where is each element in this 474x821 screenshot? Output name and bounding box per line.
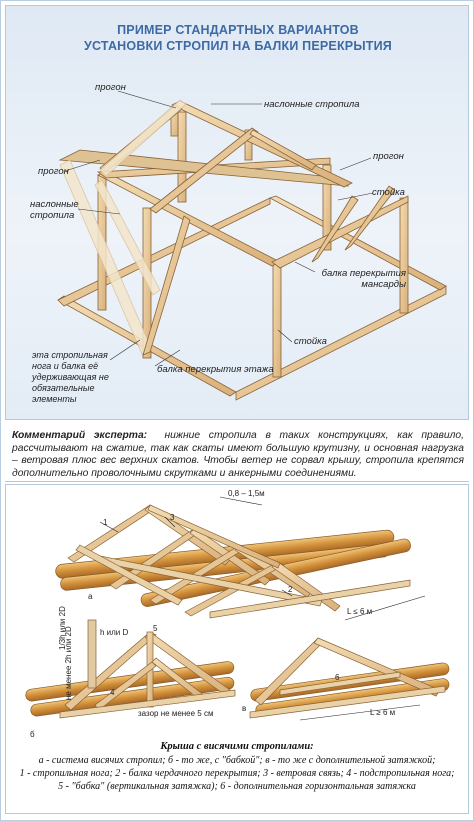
label-naslonnye-top: наслонные стропила [264,99,360,110]
diagram-c-truss [249,637,446,719]
optional-top-rafter [99,99,187,177]
caption-line-2: 1 - стропильная нога; 2 - балка чердачно… [19,768,455,779]
diagram-b-truss [59,619,236,719]
label-stoyka-right: стойка [372,187,405,198]
front-rafter-lower [142,215,191,356]
label-progon-right: прогон [373,151,404,162]
num-5: 5 [153,624,158,633]
title-line-1: ПРИМЕР СТАНДАРТНЫХ ВАРИАНТОВ [117,23,359,37]
diagram-c-dimensions [299,704,421,721]
num-3: 3 [170,513,175,522]
label-progon-top: прогон [95,82,126,93]
num-2: 2 [288,585,293,594]
dim-2h: не менее 2h или 2D [64,626,73,700]
optional-strut [94,179,161,296]
num-6: 6 [335,673,340,682]
label-balka-mansardy: балка перекрытия мансарды [321,268,406,290]
dim-h: h или D [100,628,129,637]
separator [5,481,469,482]
post-back-right [322,164,332,251]
floor-beam-front [235,285,447,401]
dim-gap: зазор не менее 5 см [138,709,214,718]
title-line-2: УСТАНОВКИ СТРОПИЛ НА БАЛКИ ПЕРЕКРЫТИЯ [84,39,392,53]
leader-lines [64,90,374,367]
dim-spacing: 0,8 – 1,5м [228,489,265,498]
front-rafters [142,185,396,356]
diagram-a-logs [55,529,411,607]
right-rafter-lower [311,195,359,263]
diagram-a-rafters [67,504,411,619]
post-back-left [177,111,187,203]
letter-b: б [30,730,35,739]
letter-v: в [242,704,247,713]
king-post-right [244,129,253,161]
label-stoyka-bottom: стойка [294,336,327,347]
optional-rafters [59,99,187,355]
optional-rafter [59,159,153,355]
caption-title: Крыша с висячими стропилами: [160,741,314,752]
letter-a: а [88,592,93,601]
caption-line-3: 5 - "бабка" (вертикальная затяжка); 6 - … [58,781,416,792]
num-4: 4 [110,688,115,697]
dim-span-c: L ≥ 6 м [370,708,396,717]
expert-comment: Комментарий эксперта: нижние стропила в … [12,430,464,480]
dim-span-a: L ≤ 6 м [347,607,373,616]
caption-line-1: а - система висячих стропил; б - то же, … [38,755,436,766]
page-title: ПРИМЕР СТАНДАРТНЫХ ВАРИАНТОВ УСТАНОВКИ С… [6,22,470,54]
comment-text: нижние стропила в таких конструкциях, ка… [12,430,464,479]
rafter-upper-right [249,129,317,171]
comment-lead: Комментарий эксперта: [12,430,148,441]
collar-right [149,127,259,214]
num-1: 1 [103,518,108,527]
label-optional-note: эта стропильная нога и балка её удержива… [32,350,109,404]
label-progon-left: прогон [38,166,69,177]
label-balka-etazha: балка перекрытия этажа [157,364,274,375]
right-rafter-lower-2 [344,185,396,251]
label-naslonnye-left: наслонные стропила [30,199,79,221]
diagram-a-dimensions [99,496,426,621]
